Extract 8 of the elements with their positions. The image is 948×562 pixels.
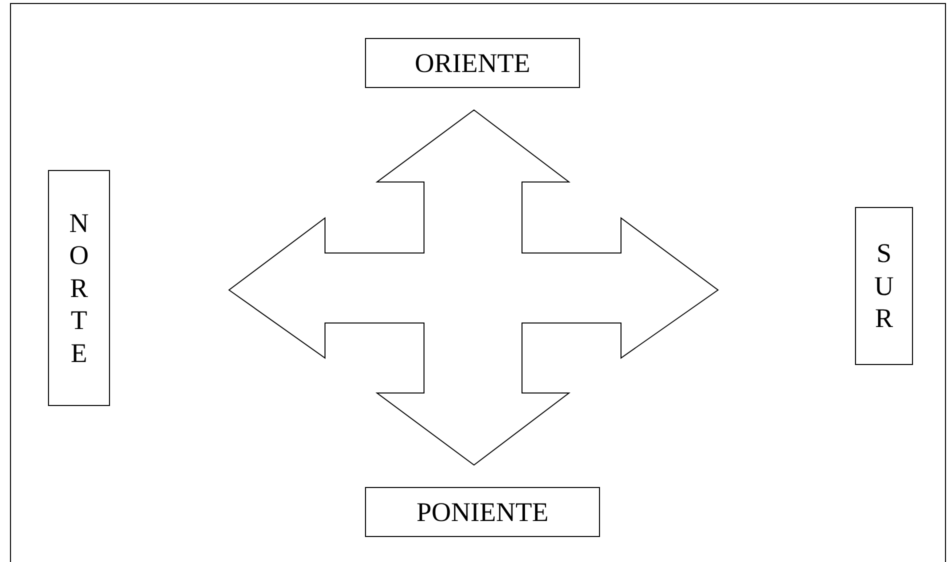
label-box (365, 487, 600, 537)
label-box (855, 207, 913, 365)
direction-label: NORTE (68, 207, 90, 369)
direction-label: PONIENTE (416, 496, 548, 528)
direction-label: SUR (873, 237, 895, 335)
label-box (365, 38, 580, 88)
direction-label: ORIENTE (414, 48, 530, 78)
label-box (48, 170, 110, 406)
